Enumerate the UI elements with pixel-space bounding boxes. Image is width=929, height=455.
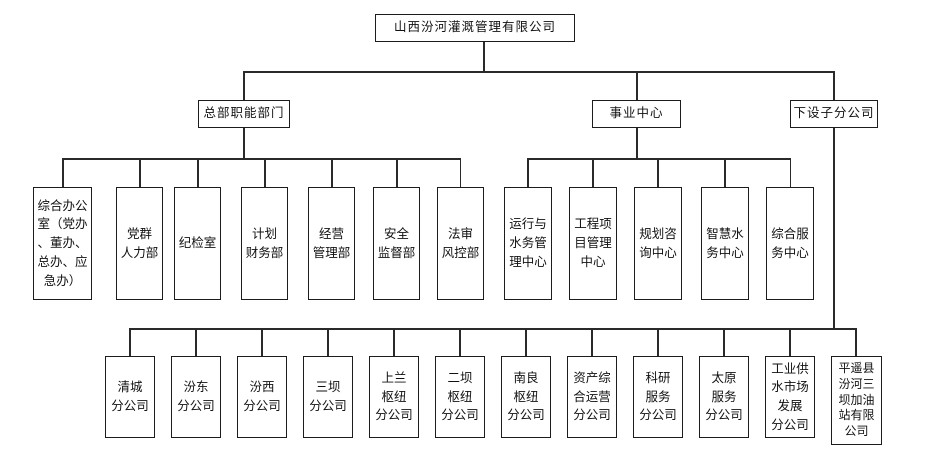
org-box-fendong-branch: 汾东 分公司 [171,356,221,438]
connector-drop-branch-11 [789,328,791,356]
connector-drop-branch-9 [657,328,659,356]
connector-drop-branch-6 [459,328,461,356]
org-box-legal-risk-control-dept: 法审 风控部 [437,187,484,300]
connector-feed-hq [243,71,245,100]
connector-root-stem [483,42,485,71]
org-box-safety-supervision-dept: 安全 监督部 [373,187,420,300]
connector-drop-dept-5 [331,158,333,187]
org-box-party-hr-dept: 党群 人力部 [116,187,163,300]
org-box-research-service-branch: 科研 服务 分公司 [633,356,683,438]
connector-business-bus [527,158,791,160]
org-box-qingcheng-branch: 清城 分公司 [105,356,155,438]
connector-drop-branch-3 [261,328,263,356]
org-box-root-company: 山西汾河灌溉管理有限公司 [375,14,575,42]
connector-drop-branch-1 [129,328,131,356]
connector-drop-dept-7 [459,158,461,187]
connector-drop-branch-4 [327,328,329,356]
org-box-shanglan-hub-branch: 上兰 枢纽 分公司 [369,356,419,438]
org-box-smart-water-center: 智慧水 务中心 [701,187,749,300]
org-box-subsidiaries: 下设子分公司 [790,100,878,128]
org-box-hq-departments: 总部职能部门 [198,100,290,128]
org-box-nanliang-hub-branch: 南良 枢纽 分公司 [501,356,551,438]
connector-drop-branch-5 [393,328,395,356]
org-box-business-center: 事业中心 [592,100,681,128]
connector-drop-center-3 [657,158,659,187]
connector-drop-center-2 [592,158,594,187]
org-box-project-mgmt-center: 工程项 目管理 中心 [569,187,617,300]
connector-drop-branch-2 [195,328,197,356]
connector-drop-dept-2 [139,158,141,187]
connector-feed-subsidiaries [833,71,835,100]
connector-business-stem [636,128,638,158]
connector-drop-dept-1 [62,158,64,187]
connector-drop-dept-4 [264,158,266,187]
org-box-comprehensive-service-center: 综合服 务中心 [766,187,814,300]
org-box-asset-operations-branch: 资产综 合运营 分公司 [567,356,617,438]
connector-level1-bus [243,71,835,73]
connector-drop-branch-8 [591,328,593,356]
connector-subsidiaries-bus [129,328,857,330]
org-box-operations-management-dept: 经营 管理部 [308,187,355,300]
connector-hq-bus [62,158,461,160]
connector-drop-dept-6 [396,158,398,187]
connector-drop-dept-3 [197,158,199,187]
connector-subsidiaries-stem [833,128,835,329]
org-box-planning-consulting-center: 规划咨 询中心 [634,187,682,300]
org-box-general-office: 综合办公 室（党办 、董办、 总办、应 急办） [33,187,92,300]
org-box-taiyuan-service-branch: 太原 服务 分公司 [699,356,749,438]
org-box-planning-finance-dept: 计划 财务部 [241,187,288,300]
org-box-fenxi-branch: 汾西 分公司 [237,356,287,438]
org-box-sanba-branch: 三坝 分公司 [303,356,353,438]
connector-drop-center-5 [789,158,791,187]
connector-hq-stem [243,128,245,158]
connector-drop-branch-10 [723,328,725,356]
connector-drop-branch-7 [525,328,527,356]
connector-drop-center-4 [724,158,726,187]
org-box-erba-hub-branch: 二坝 枢纽 分公司 [435,356,485,438]
connector-drop-branch-12 [855,328,857,356]
connector-drop-center-1 [527,158,529,187]
org-box-pingyao-gas-station-company: 平遥县 汾河三 坝加油 站有限 公司 [831,356,882,445]
org-box-industrial-water-market-branch: 工业供 水市场 发展 分公司 [765,356,815,438]
org-box-operation-water-mgmt-center: 运行与 水务管 理中心 [504,187,552,300]
connector-feed-business-center [636,71,638,100]
org-box-discipline-inspection-office: 纪检室 [174,187,221,300]
